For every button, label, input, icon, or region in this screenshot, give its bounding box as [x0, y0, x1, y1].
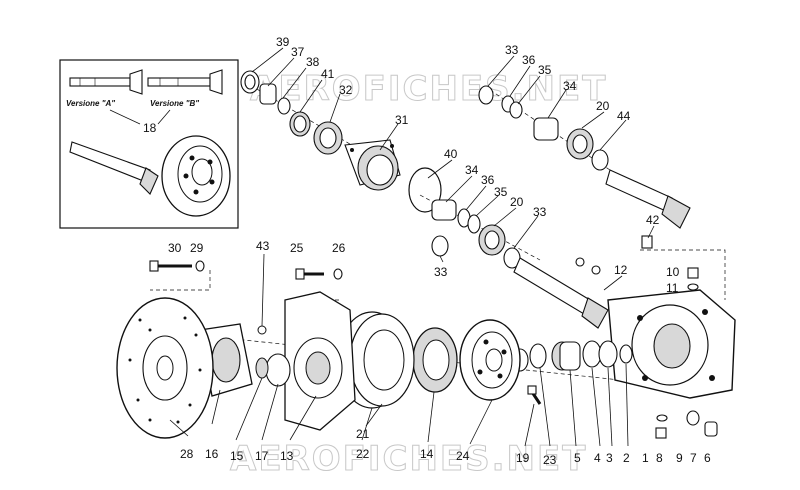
lower-pinion-shaft — [513, 257, 609, 329]
label-3: 3 — [606, 451, 613, 465]
label-22: 22 — [356, 447, 370, 461]
seal-parts — [255, 325, 291, 387]
label-25: 25 — [290, 241, 304, 255]
label-41: 41 — [321, 67, 335, 81]
label-12: 12 — [614, 263, 628, 277]
label-38: 38 — [306, 55, 320, 69]
label-39: 39 — [276, 35, 290, 49]
label-33-top: 33 — [505, 43, 519, 57]
gasket-pair — [337, 311, 415, 409]
bolt — [641, 235, 653, 249]
inset-pinion — [69, 141, 159, 195]
label-8: 8 — [656, 451, 663, 465]
label-28: 28 — [180, 447, 194, 461]
bolt-19 — [527, 385, 542, 405]
watermark-bottom: AEROFICHES.NET — [230, 439, 587, 479]
label-7: 7 — [690, 451, 697, 465]
leader-lines — [169, 47, 655, 447]
label-16: 16 — [205, 447, 219, 461]
label-31: 31 — [395, 113, 409, 127]
label-23: 23 — [543, 453, 557, 467]
label-32: 32 — [339, 83, 353, 97]
inset-panel: Versione "A" Versione "B" 18 — [59, 59, 239, 229]
label-19: 19 — [516, 451, 530, 465]
label-24: 24 — [456, 449, 470, 463]
upper-right-stack — [478, 85, 609, 171]
label-4: 4 — [594, 451, 601, 465]
label-10: 10 — [666, 265, 680, 279]
label-30: 30 — [168, 241, 182, 255]
label-26: 26 — [332, 241, 346, 255]
label-33-low: 33 — [434, 265, 448, 279]
label-17: 17 — [255, 449, 269, 463]
label-9: 9 — [676, 451, 683, 465]
label-5: 5 — [574, 451, 581, 465]
upper-bearing-stack — [240, 70, 343, 155]
label-44: 44 — [617, 109, 631, 123]
version-a-label: Versione "A" — [66, 99, 115, 108]
label-11: 11 — [666, 281, 679, 295]
label-6: 6 — [704, 451, 711, 465]
label-35-mid: 35 — [494, 185, 508, 199]
label-36-mid: 36 — [481, 173, 495, 187]
shim-stack — [511, 340, 633, 372]
label-20-mid: 20 — [510, 195, 524, 209]
housing-flange — [344, 139, 401, 191]
label-15: 15 — [230, 449, 244, 463]
main-bearing — [412, 327, 458, 393]
inset-crown-gear — [161, 135, 231, 217]
label-35-top: 35 — [538, 63, 552, 77]
label-34-top: 34 — [563, 79, 577, 93]
crown-gear — [459, 319, 521, 401]
part-number-labels: 39 37 38 41 32 31 33 36 35 34 20 44 40 3… — [168, 35, 711, 467]
label-40: 40 — [444, 147, 458, 161]
casing-small-parts — [655, 267, 718, 439]
o-ring — [408, 167, 442, 213]
label-2: 2 — [623, 451, 630, 465]
gearbox-casing — [607, 289, 736, 399]
label-21: 21 — [356, 427, 370, 441]
drive-cover — [284, 291, 356, 431]
label-42: 42 — [646, 213, 660, 227]
label-34-mid: 34 — [465, 163, 479, 177]
label-36-top: 36 — [522, 53, 536, 67]
label-29: 29 — [190, 241, 204, 255]
label-1: 1 — [642, 451, 649, 465]
mid-bearing-stack — [431, 199, 521, 269]
version-b-label: Versione "B" — [150, 99, 199, 108]
inset-part-label: 18 — [143, 121, 157, 135]
label-14: 14 — [420, 447, 434, 461]
shaft-version-b — [147, 69, 223, 95]
watermark-top: AEROFICHES.NET — [250, 69, 607, 109]
label-43: 43 — [256, 239, 270, 253]
shaft-version-a — [69, 69, 143, 95]
label-37: 37 — [291, 45, 305, 59]
label-33-mid: 33 — [533, 205, 547, 219]
bolts-top — [149, 260, 343, 280]
upper-pinion-shaft — [605, 169, 691, 229]
label-20-top: 20 — [596, 99, 610, 113]
label-13: 13 — [280, 449, 294, 463]
brake-disc — [116, 297, 214, 439]
